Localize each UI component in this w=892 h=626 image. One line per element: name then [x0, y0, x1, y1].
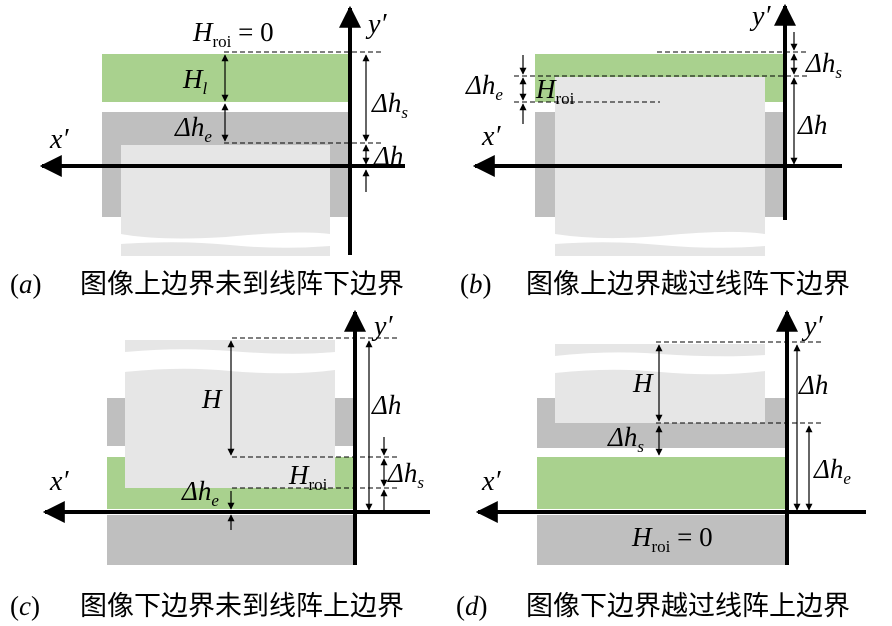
lower-gray-band [537, 515, 785, 565]
label-h: H [201, 384, 223, 414]
x-axis-label: x′ [481, 466, 501, 497]
image-region [555, 77, 765, 239]
y-axis-label: y′ [371, 311, 393, 342]
label-delta-h-e: Δhe [813, 454, 851, 488]
image-strip [125, 340, 335, 354]
label-delta-h: Δh [373, 141, 403, 171]
green-band [537, 457, 785, 509]
panel-caption: 图像上边界越过线阵下边界 [526, 269, 850, 300]
label-delta-h-s: Δhs [805, 48, 842, 82]
label-delta-h-e: Δhe [181, 476, 219, 510]
label-delta-h: Δh [798, 370, 828, 400]
label-delta-h-e: Δhe [465, 70, 503, 104]
panel-caption: 图像下边界未到线阵上边界 [80, 591, 404, 622]
label-h: H [632, 368, 654, 398]
label-delta-h-s: Δhs [387, 458, 424, 492]
label-delta-h: Δh [797, 110, 827, 140]
panel-tag: (d) [456, 591, 488, 621]
label-delta-h-s: Δhs [371, 88, 408, 122]
label-delta-h-s: Δhs [607, 422, 644, 456]
label-h-roi: Hroi [535, 74, 575, 108]
panel-tag: (c) [10, 591, 40, 621]
panel-tag: (a) [10, 269, 42, 299]
label-h-roi-zero: Hroi = 0 [192, 17, 274, 51]
panel-c: H Δh Hroi Δhs Δhe x′ y′ (c) 图像下边界未到线阵上边界 [10, 309, 430, 622]
image-strip [555, 242, 765, 256]
y-axis-label: y′ [801, 311, 823, 342]
image-strip [555, 344, 765, 357]
green-band [102, 54, 350, 102]
y-axis-label: y′ [749, 1, 771, 32]
panel-caption: 图像上边界未到线阵下边界 [80, 269, 404, 300]
label-h-roi-zero: Hroi = 0 [631, 522, 713, 556]
panel-b: Δhe Hroi Δhs Δh x′ y′ (b) 图像上边界越过线阵下边界 [460, 1, 850, 300]
label-h-roi: Hroi [288, 460, 328, 494]
label-delta-h-e: Δhe [174, 112, 212, 146]
label-h-l: Hl [182, 64, 208, 98]
x-axis-label: x′ [49, 466, 69, 497]
y-axis-label: y′ [365, 9, 387, 40]
panel-tag: (b) [460, 269, 492, 299]
label-delta-h: Δh [371, 390, 401, 420]
image-strip [121, 242, 330, 256]
x-axis-label: x′ [481, 121, 501, 152]
x-axis-label: x′ [49, 124, 69, 155]
panel-caption: 图像下边界越过线阵上边界 [526, 591, 850, 622]
image-region [121, 145, 330, 239]
panel-a: Hroi = 0 Hl Δhe Δhs Δh x′ y′ (a) 图像上边界未到… [10, 5, 408, 300]
panel-d: H Δh Δhs Δhe Hroi = 0 x′ y′ (d) 图像下边界越过线… [456, 309, 866, 622]
image-region [555, 369, 765, 423]
